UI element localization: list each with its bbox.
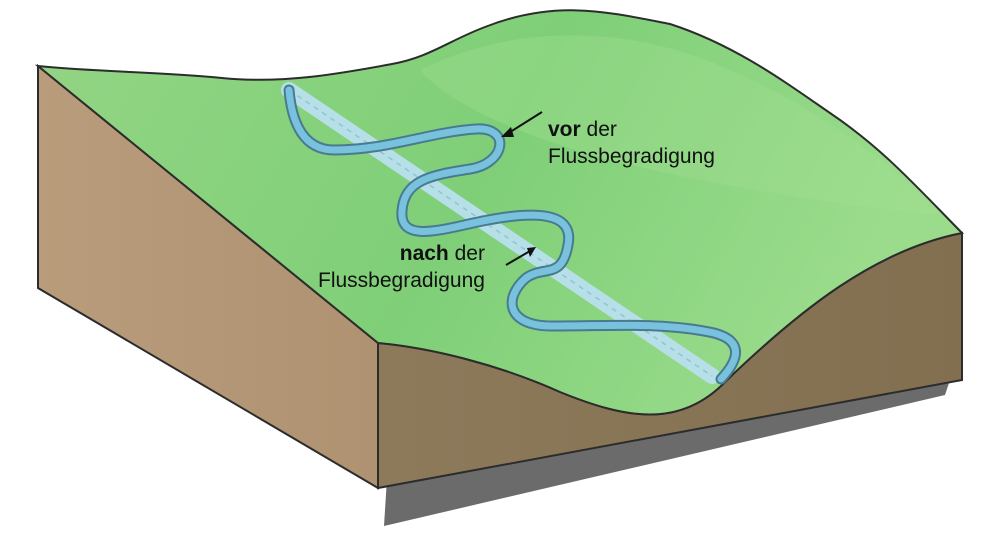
label-after-straightening: nach der Flussbegradigung [318, 240, 485, 294]
terrain-highlight [420, 35, 940, 215]
before-arrow [501, 111, 543, 137]
label-before-line2: Flussbegradigung [548, 145, 715, 168]
label-after-rest: der [448, 242, 485, 265]
label-before-rest: der [580, 118, 617, 141]
label-before-strong: vor [548, 118, 581, 141]
after-arrow [505, 247, 536, 266]
label-after-line2: Flussbegradigung [318, 269, 485, 292]
label-after-strong: nach [399, 242, 449, 265]
meander-river [285, 86, 739, 383]
label-before-straightening: vor der Flussbegradigung [548, 116, 715, 170]
